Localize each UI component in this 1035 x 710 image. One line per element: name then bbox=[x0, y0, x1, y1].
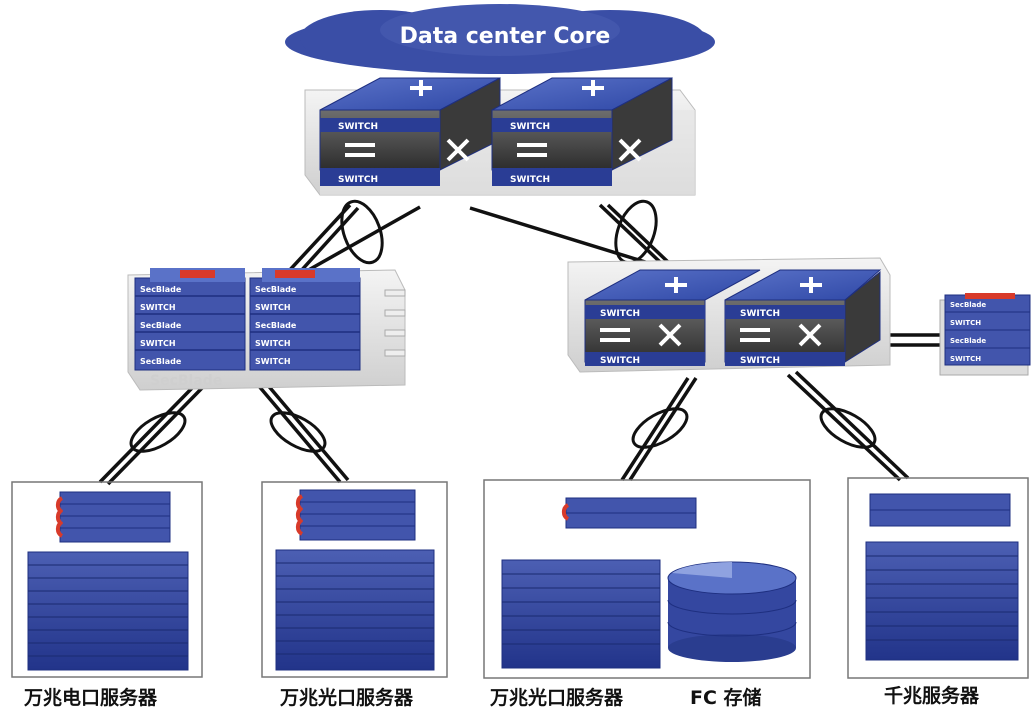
group-label: FC 存储 bbox=[690, 687, 762, 709]
group-label: 万兆光口服务器 bbox=[280, 687, 414, 709]
secblade-side-unit bbox=[939, 293, 1031, 376]
secblade-label: SecBlade bbox=[255, 285, 297, 294]
access-switch-4 bbox=[869, 493, 1011, 527]
switch-label: SWITCH bbox=[338, 122, 378, 132]
fc-storage-disk-icon bbox=[667, 561, 797, 662]
switch-label: SWITCH bbox=[338, 175, 378, 185]
switch-arrow-icon bbox=[345, 80, 642, 162]
switch-label: SWITCH bbox=[510, 175, 550, 185]
chassis-watermark: SecBlade bbox=[150, 373, 222, 389]
secblade-label: SecBlade bbox=[140, 357, 182, 366]
switch-arrow-icon bbox=[600, 277, 822, 347]
group-label: 万兆光口服务器 bbox=[490, 687, 624, 709]
switch-label: SWITCH bbox=[255, 357, 291, 366]
access-switch-stack-2 bbox=[295, 489, 416, 541]
link-aggregation-ellipses bbox=[129, 199, 877, 453]
secblade-label: SecBlade bbox=[140, 285, 182, 294]
switch-label: SWITCH bbox=[600, 309, 640, 319]
switch-label: SWITCH bbox=[510, 122, 550, 132]
switch-label: SWITCH bbox=[950, 319, 981, 327]
access-switch-stack-3 bbox=[561, 497, 697, 529]
server-rack-3 bbox=[501, 559, 661, 669]
secblade-label: SecBlade bbox=[140, 321, 182, 330]
switch-label: SWITCH bbox=[140, 303, 176, 312]
switch-label: SWITCH bbox=[255, 339, 291, 348]
switch-label: SWITCH bbox=[140, 339, 176, 348]
group-box-1 bbox=[11, 481, 203, 678]
secblade-label: SecBlade bbox=[255, 321, 297, 330]
switch-label: SWITCH bbox=[740, 356, 780, 366]
group-box-2 bbox=[261, 481, 448, 678]
core-title: Data center Core bbox=[399, 24, 611, 49]
secblade-label: SecBlade bbox=[950, 301, 986, 309]
switch-label: SWITCH bbox=[255, 303, 291, 312]
secblade-stack-left bbox=[134, 268, 246, 371]
core-cloud bbox=[285, 4, 715, 74]
server-rack-4 bbox=[865, 541, 1019, 661]
links bbox=[98, 203, 940, 486]
secblade-stack-right bbox=[249, 268, 361, 371]
switch-label: SWITCH bbox=[950, 355, 981, 363]
server-rack-1 bbox=[27, 551, 189, 671]
group-label: 千兆服务器 bbox=[884, 685, 980, 707]
group-box-4 bbox=[847, 477, 1029, 679]
secblade-label: SecBlade bbox=[950, 337, 986, 345]
access-switch-stack-1 bbox=[55, 491, 171, 543]
switch-label: SWITCH bbox=[740, 309, 780, 319]
group-label: 万兆电口服务器 bbox=[24, 687, 158, 709]
group-box-3 bbox=[483, 479, 811, 679]
switch-label: SWITCH bbox=[600, 356, 640, 366]
server-rack-2 bbox=[275, 549, 435, 671]
